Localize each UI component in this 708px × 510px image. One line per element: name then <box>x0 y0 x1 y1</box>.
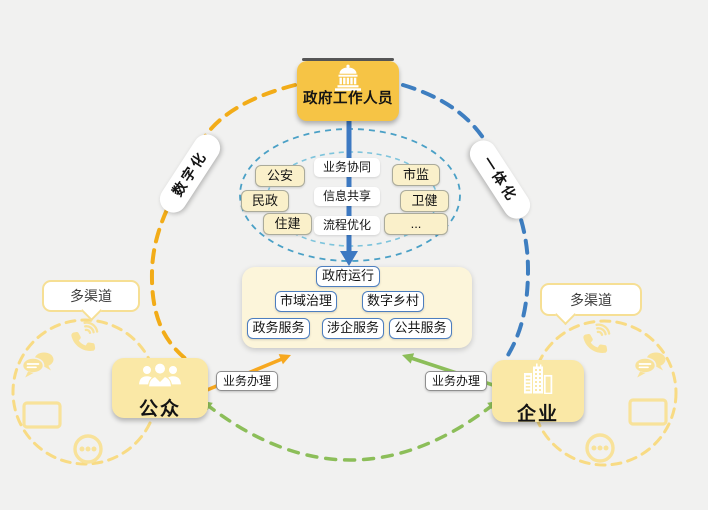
top-node-dark-edge <box>302 58 394 61</box>
government-staff-node: 政府工作人员 <box>297 61 399 121</box>
buildings-icon <box>524 363 553 395</box>
public-channel-label: 多渠道 <box>70 288 112 304</box>
screen-icon <box>22 401 62 429</box>
enterprise-actor-label: 企业 <box>516 404 559 425</box>
public-transaction-label: 业务办理 <box>216 371 278 391</box>
department-chip: 公安 <box>255 165 305 187</box>
public-actor-node: 公众 <box>112 358 208 420</box>
platform-box: 公共服务 <box>389 318 452 339</box>
government-building-icon <box>335 64 361 91</box>
screen-icon <box>628 398 668 426</box>
department-chip-more: ... <box>384 213 448 235</box>
phone-icon <box>71 321 99 351</box>
chat-icon <box>633 352 666 378</box>
department-chip: 住建 <box>263 213 312 235</box>
process-label: 业务协同 <box>314 158 380 177</box>
platform-box: 数字乡村 <box>362 291 424 312</box>
public-actor-label: 公众 <box>138 399 181 420</box>
more-icon <box>585 433 615 463</box>
platform-box: 政务服务 <box>247 318 310 339</box>
process-label: 流程优化 <box>314 216 380 235</box>
department-chip: 市监 <box>392 164 440 186</box>
enterprise-actor-node: 企业 <box>492 360 584 425</box>
department-chip: 民政 <box>241 190 289 212</box>
chat-icon <box>21 352 54 378</box>
platform-box: 政府运行 <box>316 266 380 287</box>
people-group-icon <box>137 362 183 388</box>
public-enterprise-arc <box>204 402 496 462</box>
government-staff-label: 政府工作人员 <box>303 91 393 107</box>
phone-icon <box>583 323 611 353</box>
public-channel-bubble: 多渠道 <box>42 280 140 322</box>
process-label: 信息共享 <box>314 187 380 206</box>
enterprise-channel-label: 多渠道 <box>570 292 612 308</box>
platform-box: 涉企服务 <box>322 318 384 339</box>
department-chip: 卫健 <box>400 190 449 212</box>
enterprise-channel-bubble: 多渠道 <box>540 283 642 326</box>
enterprise-transaction-label: 业务办理 <box>425 371 487 391</box>
platform-box: 市域治理 <box>275 291 337 312</box>
more-icon <box>73 434 103 464</box>
